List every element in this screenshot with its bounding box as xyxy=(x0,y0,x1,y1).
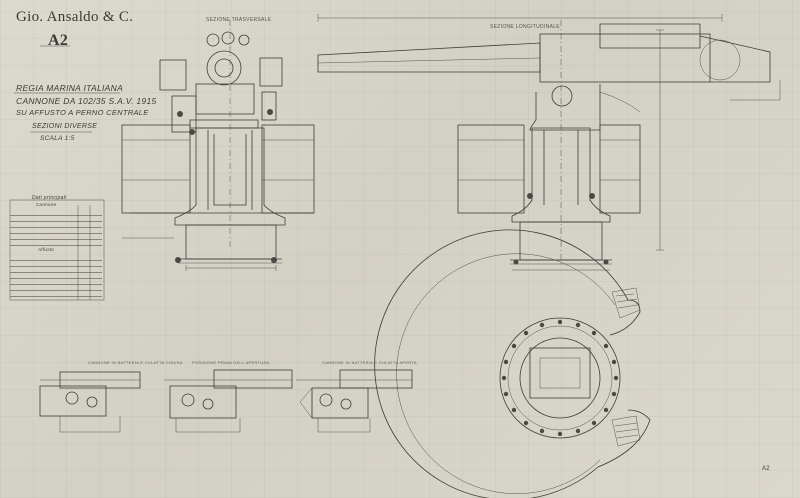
data-table-frame xyxy=(9,199,105,301)
transverse-section xyxy=(121,20,315,271)
drawing-code: A2 xyxy=(48,32,69,49)
table-row xyxy=(10,215,102,222)
title-line-1: REGIA MARINA ITALIANA xyxy=(16,83,124,93)
table-row xyxy=(10,272,102,279)
title-line-4: SEZIONI DIVERSE xyxy=(32,123,98,130)
table-row xyxy=(10,239,102,246)
data-table-title: Dati principali xyxy=(32,195,67,201)
table-row xyxy=(10,284,102,291)
title-line-2: CANNONE DA 102/35 S.A.V. 1915 xyxy=(16,96,157,106)
title-underlines xyxy=(14,45,120,133)
footer-sheet-code: A2 xyxy=(762,466,770,472)
data-table-affusto-header: Affusto xyxy=(38,247,55,252)
table-row xyxy=(10,233,102,240)
breech-view-open xyxy=(296,369,413,433)
longitudinal-section xyxy=(317,14,781,271)
label-breech-closed: CANNONE IN BATTERIA E CULATTA CHIUSA xyxy=(88,360,183,365)
table-row xyxy=(10,260,102,267)
breech-view-closed xyxy=(39,371,141,433)
breech-view-before-opening xyxy=(164,369,293,433)
plan-view xyxy=(374,229,651,498)
table-row xyxy=(10,227,102,234)
scale-label: SCALA 1:5 xyxy=(40,135,75,142)
table-row xyxy=(10,266,102,273)
data-table-cannone-header: Cannone xyxy=(36,202,57,207)
table-row xyxy=(10,221,102,228)
table-row xyxy=(10,209,102,216)
label-breech-open: CANNONE IN BATTERIA E CULATTA APERTA xyxy=(322,360,417,365)
table-row xyxy=(10,254,102,261)
label-before-opening: POSIZIONE PRIMA DELL'APERTURA xyxy=(192,360,270,365)
table-row xyxy=(10,290,102,297)
table-row xyxy=(10,278,102,285)
firm-name: Gio. Ansaldo & C. xyxy=(16,9,134,25)
title-line-3: SU AFFUSTO A PERNO CENTRALE xyxy=(16,108,149,117)
label-transverse-section: SEZIONE TRASVERSALE xyxy=(206,17,272,23)
label-longitudinal-section: SEZIONE LONGITUDINALE xyxy=(490,24,560,30)
